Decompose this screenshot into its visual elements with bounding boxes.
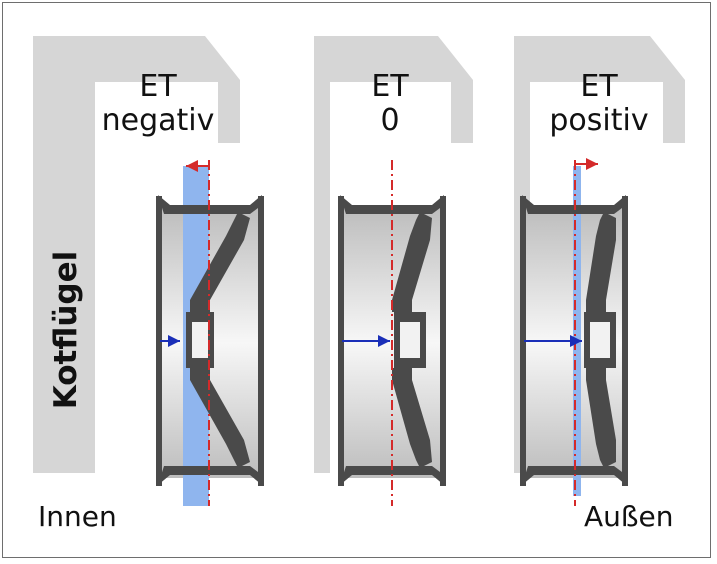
outer-label: Außen bbox=[584, 500, 674, 533]
et-label-zero: ET 0 bbox=[340, 70, 440, 138]
offset-band bbox=[573, 166, 581, 496]
fender-shape-zero bbox=[314, 36, 473, 473]
et-label-zero-line2: 0 bbox=[380, 103, 400, 138]
fender-shape-negative bbox=[33, 36, 240, 473]
fender-label: Kotflügel bbox=[48, 250, 84, 410]
wheel-zero bbox=[338, 160, 446, 506]
et-label-negative: ET negativ bbox=[98, 70, 218, 138]
et-label-negative-line2: negativ bbox=[101, 103, 215, 138]
inner-label: Innen bbox=[38, 500, 117, 533]
et-label-positive-line1: ET bbox=[580, 69, 618, 104]
wheel-negative bbox=[156, 160, 264, 506]
et-label-zero-line1: ET bbox=[371, 69, 409, 104]
fender-shape-positive bbox=[514, 36, 685, 473]
et-label-positive-line2: positiv bbox=[549, 103, 649, 138]
wheel-positive bbox=[520, 158, 628, 506]
et-label-negative-line1: ET bbox=[139, 69, 177, 104]
et-label-positive: ET positiv bbox=[534, 70, 664, 138]
